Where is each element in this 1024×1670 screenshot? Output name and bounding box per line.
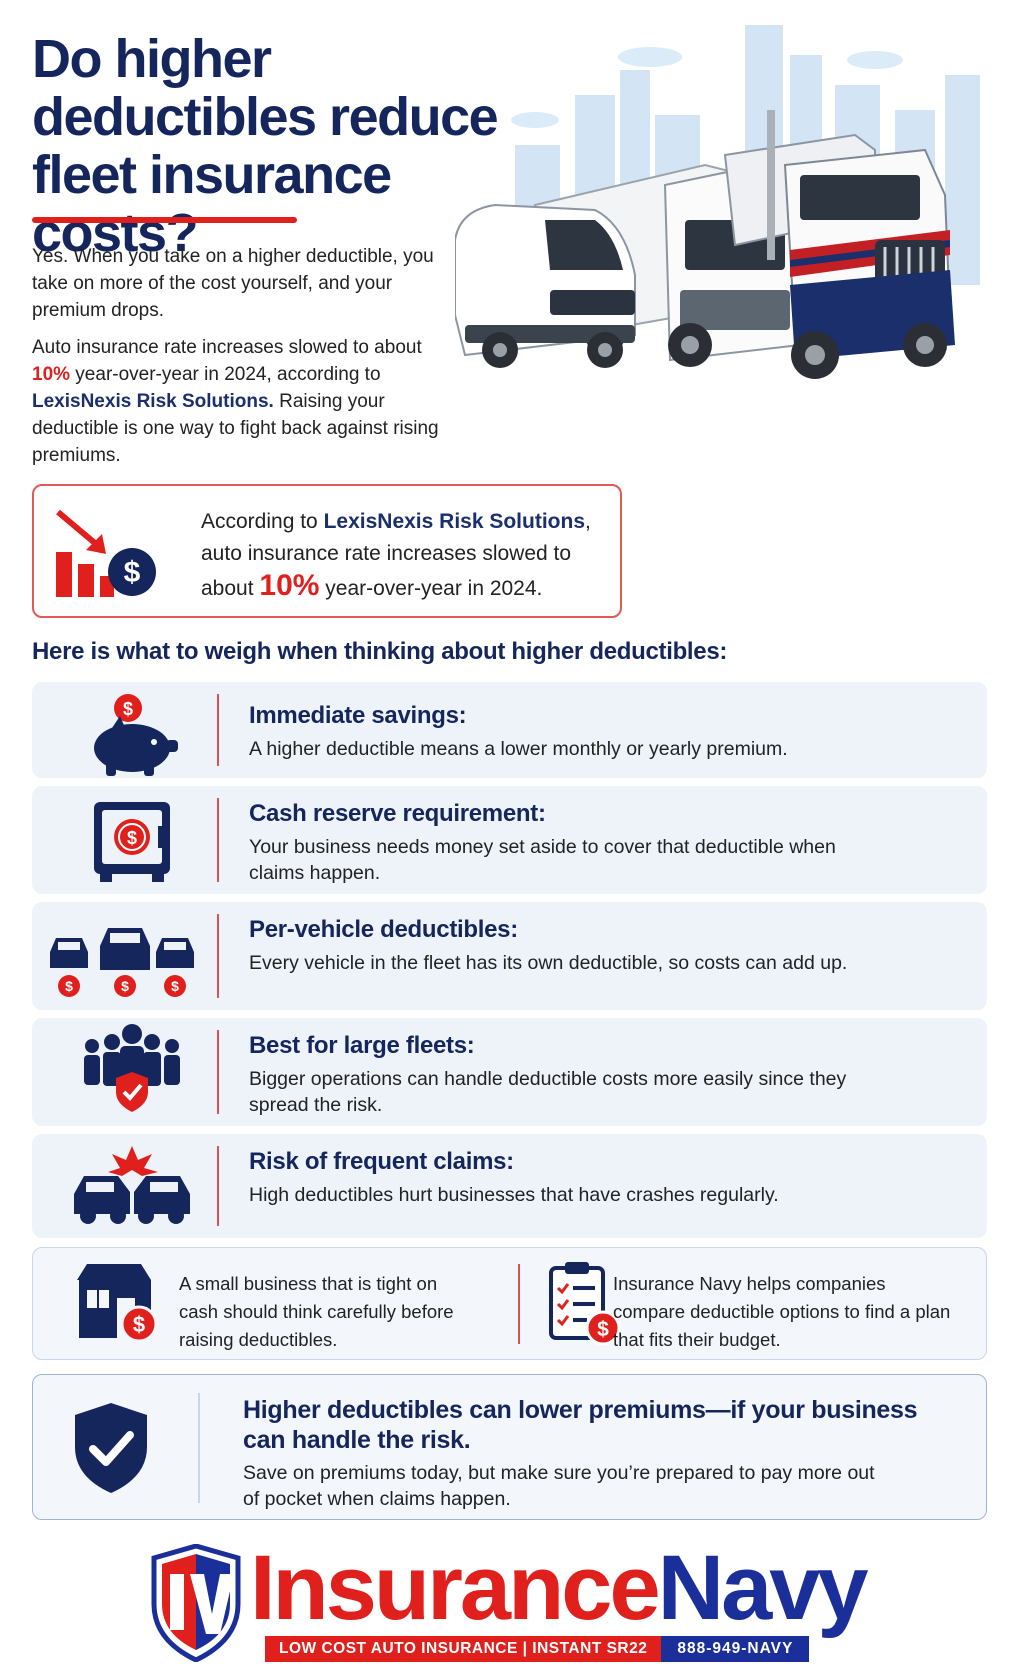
svg-text:$: $: [127, 828, 137, 848]
logo-word-insurance: Insurance: [250, 1537, 661, 1639]
insurance-navy-note: Insurance Navy helps companies compare d…: [613, 1273, 951, 1350]
stat-source: LexisNexis Risk Solutions: [323, 510, 586, 533]
intro-source-link: LexisNexis Risk Solutions.: [32, 391, 274, 412]
weigh-item-desc: Every vehicle in the fleet has its own d…: [249, 952, 848, 974]
small-business-note: A small business that is tight on cash s…: [179, 1273, 454, 1350]
stat-callout-box: $ According to LexisNexis Risk Solutions…: [32, 484, 622, 618]
weigh-item-large-fleets: Best for large fleets: Bigger operations…: [32, 1018, 987, 1126]
summary-divider: [198, 1393, 200, 1503]
logo-word-navy: Navy: [657, 1537, 869, 1639]
chart-down-dollar-icon: $: [56, 509, 156, 597]
weigh-item-desc: Bigger operations can handle deductible …: [249, 1068, 847, 1116]
stat-percent: 10%: [259, 569, 320, 602]
stat-text: year-over-year in 2024.: [319, 577, 543, 600]
two-column-note-box: $ A small business that is tight on cash…: [32, 1247, 987, 1360]
shield-check-icon: [75, 1403, 147, 1493]
car-crash-icon: [74, 1146, 190, 1224]
card-divider: [217, 798, 219, 882]
dual-divider: [518, 1264, 520, 1344]
piggy-bank-icon: $: [94, 694, 178, 776]
weigh-item-title: Cash reserve requirement:: [249, 800, 546, 827]
card-divider: [217, 694, 219, 766]
weigh-item-title: Per-vehicle deductibles:: [249, 916, 518, 943]
stat-callout-text: According to LexisNexis Risk Solutions, …: [201, 506, 611, 605]
svg-text:$: $: [121, 978, 129, 994]
intro-paragraph-2: Auto insurance rate increases slowed to …: [32, 334, 442, 469]
weigh-item-desc: A higher deductible means a lower monthl…: [249, 738, 788, 760]
weigh-item-title: Risk of frequent claims:: [249, 1148, 514, 1175]
weigh-item-title: Best for large fleets:: [249, 1032, 475, 1059]
summary-box: Higher deductibles can lower premiums—if…: [32, 1374, 987, 1520]
intro-percent: 10%: [32, 364, 71, 385]
logo-tagline-bar: LOW COST AUTO INSURANCE | INSTANT SR22 8…: [265, 1636, 810, 1662]
intro-paragraph-1: Yes. When you take on a higher deductibl…: [32, 246, 434, 321]
logo-wordmark: InsuranceNavy: [250, 1542, 869, 1634]
intro-text: year-over-year in 2024, according to: [70, 364, 381, 385]
stat-text: According to: [201, 510, 324, 533]
weigh-item-title: Immediate savings:: [249, 702, 467, 729]
intro-text: Raising your deductible is one way to fi…: [32, 391, 439, 466]
storefront-dollar-icon: $: [77, 1264, 158, 1343]
svg-text:$: $: [124, 556, 141, 589]
intro-text: Auto insurance rate increases slowed to …: [32, 337, 422, 358]
logo-tagline: LOW COST AUTO INSURANCE | INSTANT SR22: [265, 1636, 662, 1662]
card-divider: [217, 914, 219, 998]
weigh-item-per-vehicle: $ $ $ Per-vehicle deductibles: Every vehic…: [32, 902, 987, 1010]
svg-text:$: $: [123, 699, 133, 719]
summary-title: Higher deductibles can lower premiums—if…: [243, 1396, 918, 1454]
logo-shield-icon: [151, 1544, 241, 1662]
logo-phone: 888-949-NAVY: [661, 1636, 810, 1662]
card-divider: [217, 1146, 219, 1226]
weigh-item-frequent-claims: Risk of frequent claims: High deductible…: [32, 1134, 987, 1238]
stat-text: , auto insurance rate increases slowed t…: [201, 510, 591, 600]
title-underline: [32, 217, 297, 223]
page-title: Do higher deductibles reduce fleet insur…: [32, 29, 499, 263]
svg-text:$: $: [171, 978, 179, 994]
weigh-item-cash-reserve: $ Cash reserve requirement: Your busines…: [32, 786, 987, 894]
clipboard-checklist-icon: $: [549, 1262, 621, 1346]
cars-dollar-icon: $ $ $: [50, 928, 194, 997]
group-shield-icon: [84, 1024, 180, 1112]
card-divider: [217, 1030, 219, 1114]
safe-icon: $: [94, 802, 170, 882]
insurance-navy-logo: InsuranceNavy LOW COST AUTO INSURANCE | …: [150, 1540, 870, 1665]
weigh-item-desc: Your business needs money set aside to c…: [249, 836, 836, 884]
weigh-item-desc: High deductibles hurt businesses that ha…: [249, 1184, 779, 1206]
svg-text:$: $: [65, 978, 73, 994]
svg-text:$: $: [597, 1318, 609, 1341]
svg-text:$: $: [133, 1312, 145, 1337]
fleet-trucks-illustration: [455, 25, 980, 379]
weigh-item-immediate-savings: $ Immediate savings: A higher deductible…: [32, 682, 987, 778]
weigh-heading: Here is what to weigh when thinking abou…: [32, 638, 728, 665]
summary-desc: Save on premiums today, but make sure yo…: [243, 1462, 875, 1510]
